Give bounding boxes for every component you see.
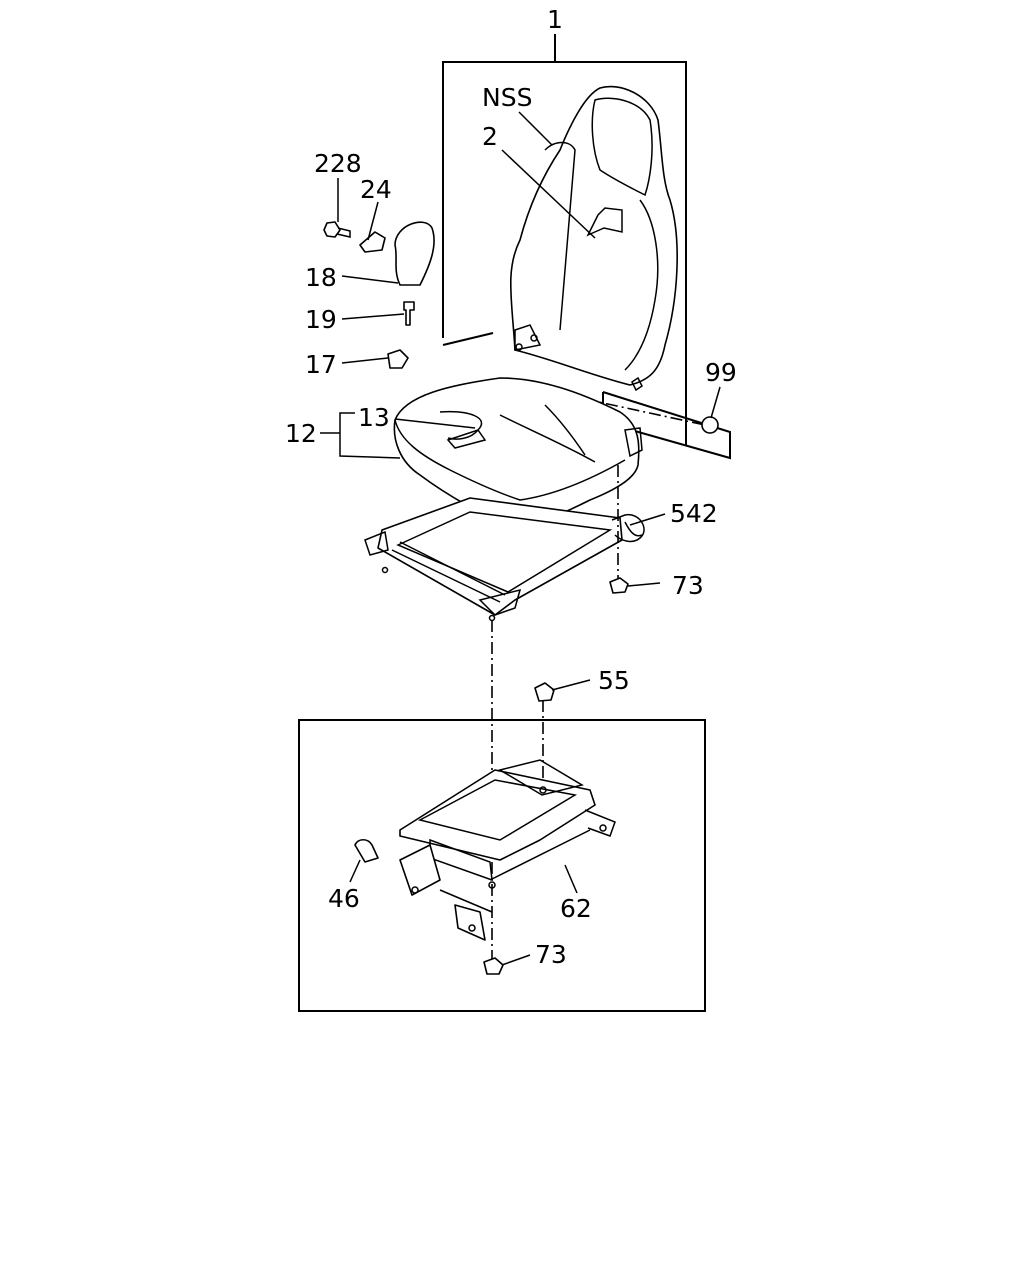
seat-assembly-frame [442,34,687,445]
nut-73-upper-icon [609,577,629,594]
callout-12: 12 [285,419,317,448]
callout-17: 17 [305,350,337,379]
callout-73-upper: 73 [672,571,704,600]
bolt-17-icon [387,349,409,369]
screw-19-icon [403,301,415,326]
nut-73-lower-icon [483,957,504,975]
callout-1: 1 [547,5,563,34]
seat-base-bracket [399,759,616,941]
bolt-46-icon [354,838,379,863]
cover-24-icon [359,231,386,253]
knob-18-icon [394,221,435,286]
callout-2: 2 [482,122,498,151]
callout-62: 62 [560,894,592,923]
callout-228: 228 [314,149,362,178]
callout-19: 19 [305,305,337,334]
callout-13: 13 [358,403,390,432]
callout-542: 542 [670,499,718,528]
lower-assembly-frame [298,719,706,1012]
callout-46: 46 [328,884,360,913]
seat-slide-frame [364,497,645,622]
washer-99-icon [701,416,719,434]
callout-nss: NSS [482,83,532,112]
callout-99: 99 [705,358,737,387]
callout-24: 24 [360,175,392,204]
callout-73-lower: 73 [535,940,567,969]
seat-cushion [393,377,643,529]
callout-55: 55 [598,666,630,695]
callout-18: 18 [305,263,337,292]
bolt-228-icon [323,221,351,238]
leader-lines [320,111,721,966]
nut-55-icon [534,682,555,702]
seatback [509,85,678,386]
